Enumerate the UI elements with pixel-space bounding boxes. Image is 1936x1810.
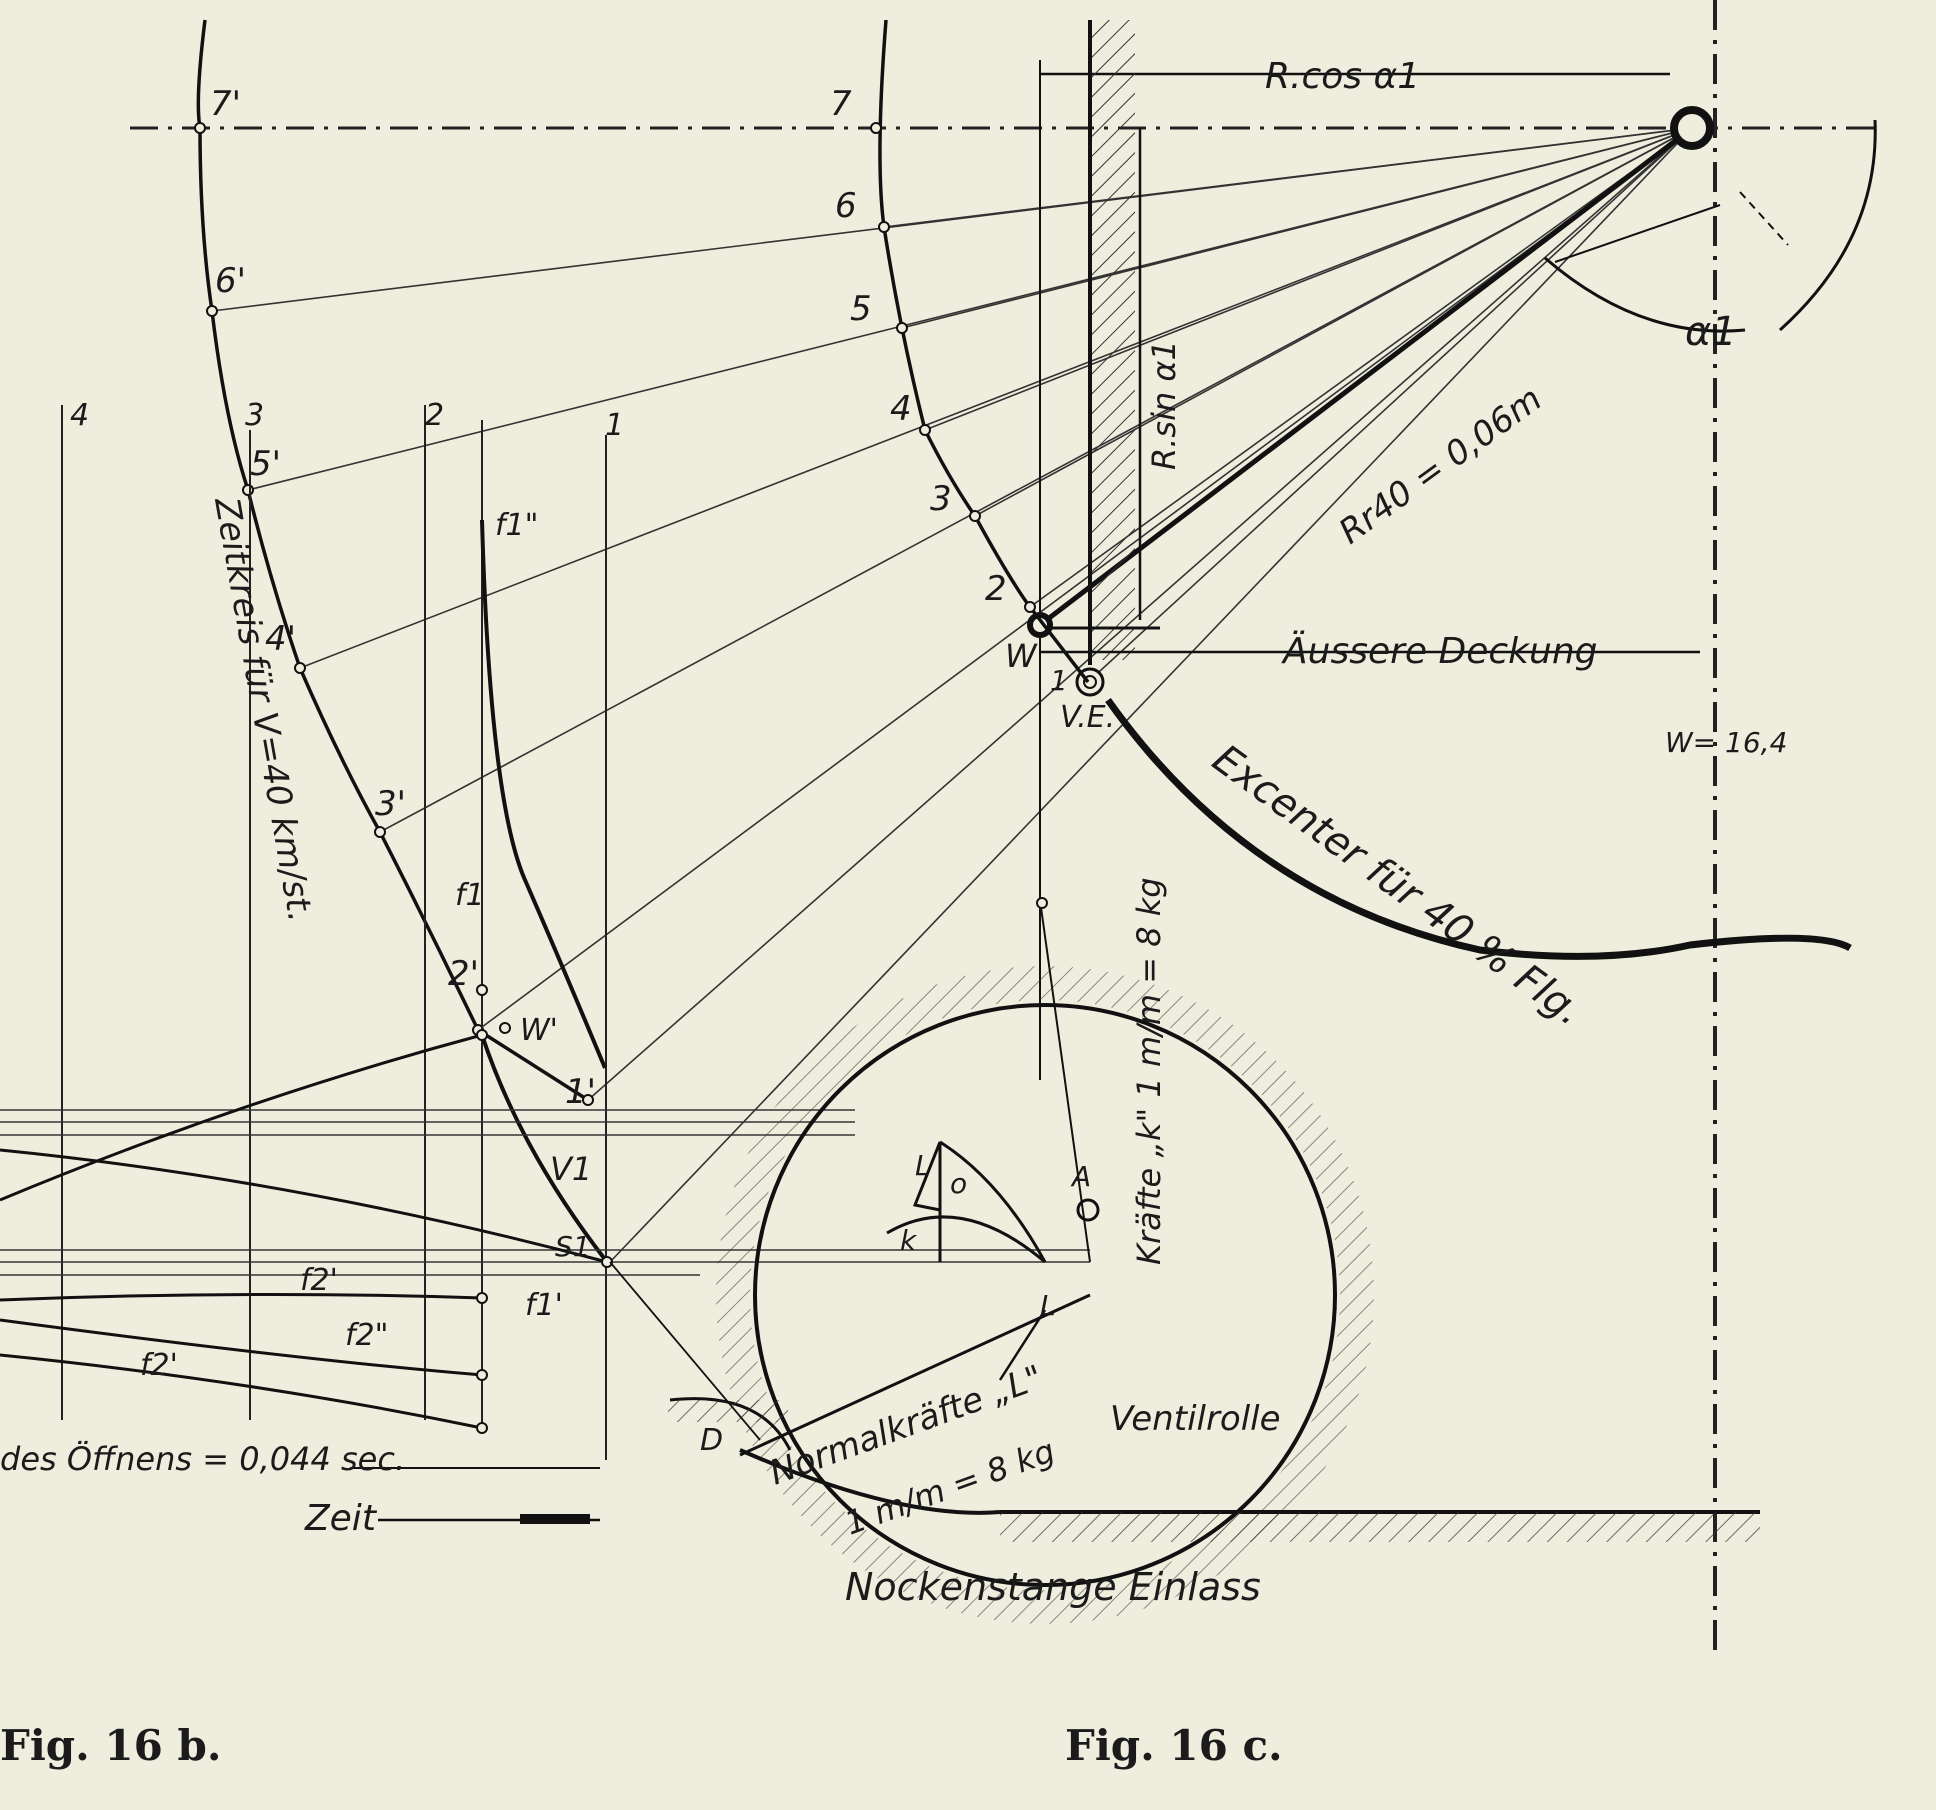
pt-1p: 1' (565, 1072, 596, 1112)
pt-7p: 7' (210, 84, 241, 124)
rays (211, 127, 1693, 1263)
horizontal-lines (0, 1109, 1090, 1276)
pt-4: 4 (890, 389, 912, 429)
ventilrolle-circle (753, 1003, 1337, 1587)
rsin-label: R.sin α1 (1145, 340, 1183, 470)
v1-label: V1 (550, 1150, 592, 1188)
left-small-points (476, 984, 613, 1434)
vline-1: 1 (605, 408, 624, 443)
ventilrolle-label: Ventilrolle (1110, 1399, 1281, 1439)
w-label: W (1005, 637, 1038, 675)
v1-curve (480, 1034, 609, 1264)
crank-center (1670, 106, 1714, 150)
pt-1: 1 (1050, 664, 1068, 697)
pt-5p: 5' (250, 444, 281, 484)
vertical-lines (61, 405, 607, 1460)
excenter-curve (1105, 697, 1852, 960)
pt-4p: 4' (265, 619, 296, 659)
alpha-arc-right (1778, 119, 1877, 332)
right-curve-points (870, 122, 1036, 613)
pt-5: 5 (850, 289, 872, 329)
hatched-wall (1090, 20, 1135, 660)
vline-2: 2 (425, 398, 444, 433)
zeit-label: Zeit (304, 1498, 378, 1539)
d-label: D (700, 1423, 723, 1458)
s1-label: S1 (555, 1230, 591, 1263)
vline-3: 3 (245, 398, 264, 433)
pt-2p: 2' (448, 954, 479, 994)
right-curve (878, 19, 1090, 684)
pt-2: 2 (985, 569, 1007, 609)
rcos-label: R.cos α1 (1265, 56, 1420, 97)
l-arrow-label: L (1040, 1289, 1056, 1322)
pt-6p: 6' (215, 261, 246, 301)
krafte-k-label: Kräfte „k" 1 m/m = 8 kg (1130, 877, 1168, 1265)
f1-dq-label: f1" (495, 508, 538, 543)
crank-radius (1038, 126, 1694, 627)
offnens-label: des Öffnens = 0,044 sec. (0, 1440, 405, 1478)
w-marker (1027, 612, 1053, 638)
left-curve (196, 19, 589, 1102)
ventilrolle-hatch (716, 966, 1374, 1624)
w-value-label: W= 16,4 (1665, 726, 1787, 759)
f2-dq-label: f2" (345, 1318, 388, 1353)
pt-7: 7 (830, 84, 852, 124)
nockenstange-label: Nockenstange Einlass (845, 1565, 1261, 1609)
pt-3: 3 (930, 479, 952, 519)
o-label: o (950, 1167, 967, 1200)
caption-fig-c: Fig. 16 c. (1065, 1721, 1283, 1770)
l-small-label: L (915, 1149, 931, 1182)
force-triangle (886, 1140, 1047, 1264)
pt-3p: 3' (375, 784, 406, 824)
deckung-label: Äussere Deckung (1281, 630, 1598, 672)
alpha-arc (1544, 256, 1746, 333)
f1p-label: f1' (525, 1288, 563, 1323)
f2p-label: f2' (300, 1263, 338, 1298)
f1-label: f1 (455, 878, 485, 913)
normal-force-line (739, 1293, 1091, 1457)
caption-fig-b: Fig. 16 b. (0, 1721, 221, 1770)
w-prime-label: W' (520, 1013, 558, 1048)
cross-lines (0, 1033, 608, 1430)
ve-label: V.E. (1060, 700, 1115, 735)
f1-curve (480, 519, 607, 1069)
a-label: A (1070, 1160, 1091, 1193)
f2p-bottom-label: f2' (140, 1348, 178, 1383)
k-label: k (900, 1224, 918, 1257)
vline-4: 4 (70, 398, 89, 433)
alpha-label: α1 (1685, 309, 1737, 355)
pt-6: 6 (835, 186, 857, 226)
